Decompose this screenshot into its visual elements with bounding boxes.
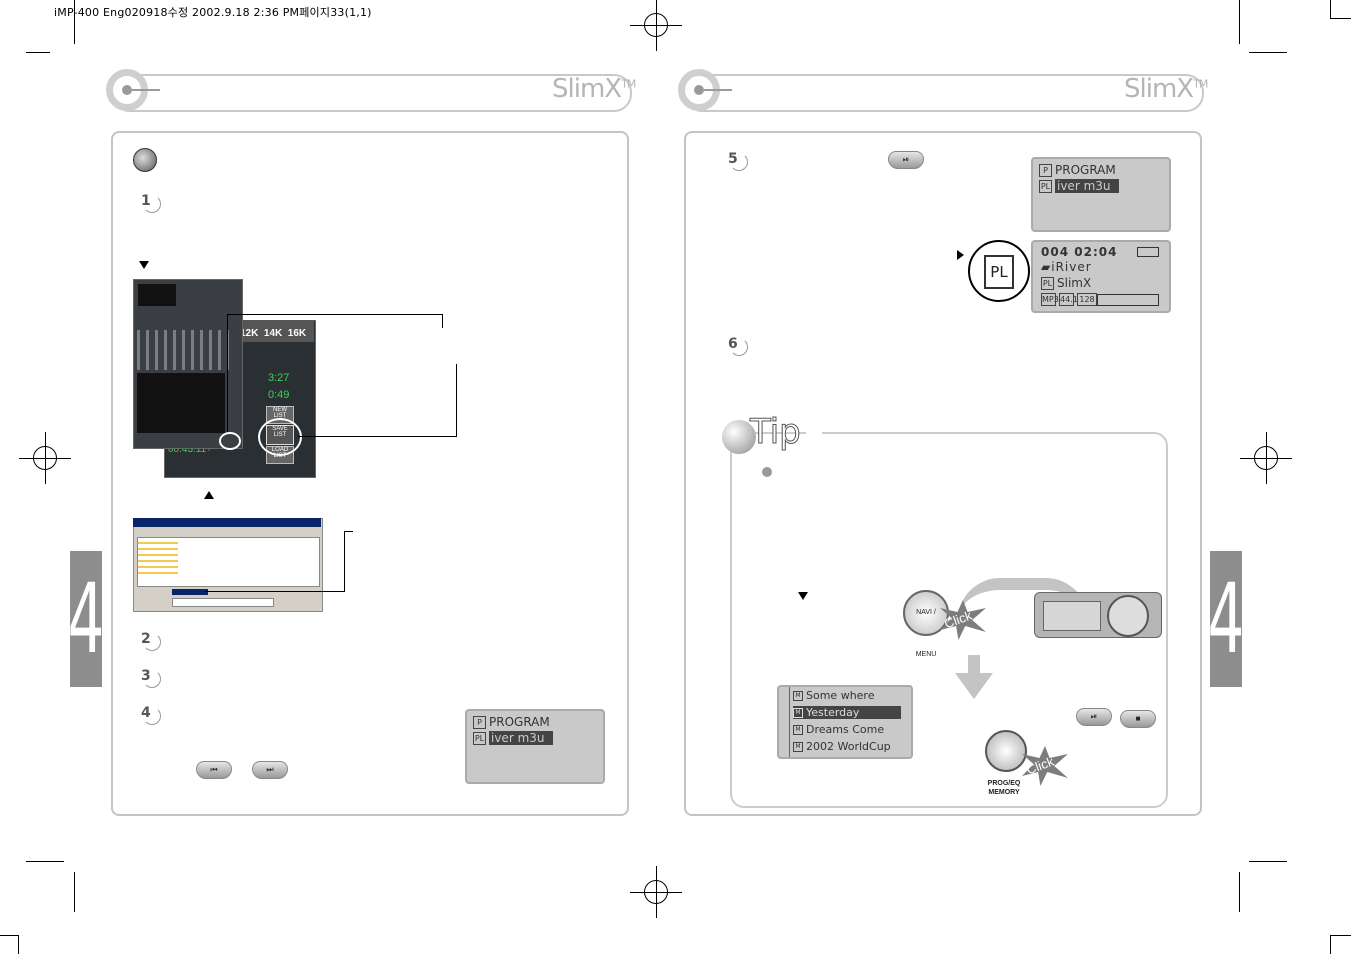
down-arrow-shaft [968, 655, 980, 673]
callout-line [344, 531, 353, 532]
battery-icon [1137, 247, 1159, 257]
stop-icon: ■ [1135, 714, 1141, 723]
arrow-down-icon [139, 261, 149, 269]
next-icon: ⏭ [266, 765, 274, 774]
callout-line [344, 531, 345, 592]
player-device-image [1034, 592, 1162, 638]
step-6-marker: 6 [728, 336, 748, 356]
pl-icon: PL [1039, 180, 1052, 193]
down-arrow-icon [955, 673, 993, 699]
p-icon: P [473, 716, 486, 729]
curved-arrow [958, 578, 1088, 620]
brand-logo: SlimXTM [1124, 74, 1208, 104]
brand-logo: SlimXTM [552, 74, 636, 104]
p-icon: P [1039, 164, 1052, 177]
folder-icon: ▰ [1041, 260, 1052, 274]
chapter-tab-right: 4 [1208, 551, 1244, 687]
play-pause-icon: ⏯ [902, 155, 910, 164]
pl-icon: PL [1041, 277, 1054, 290]
arrow-down-icon [798, 592, 808, 600]
step-3-marker: 3 [141, 668, 161, 688]
play-pause-button[interactable]: ⏯ [888, 151, 924, 169]
print-header: iMP-400 Eng020918수정 2002.9.18 2:36 PM페이지… [54, 6, 372, 19]
next-button[interactable]: ⏭ [252, 761, 288, 779]
arrow-right-icon [957, 250, 964, 260]
play-pause-button[interactable]: ⏯ [1076, 708, 1112, 726]
callout-line [205, 591, 345, 592]
level-meter [1097, 294, 1159, 306]
step-4-marker: 4 [141, 705, 161, 725]
prog-eq-memory-button[interactable] [985, 730, 1027, 772]
tip-box [730, 432, 1168, 808]
play-pause-icon: ⏯ [1090, 712, 1098, 721]
tip-title: Tip [750, 412, 802, 453]
prev-icon: ⏮ [210, 765, 218, 774]
chapter-tab-left: 4 [68, 551, 104, 687]
step-1-marker: 1 [141, 193, 161, 213]
prev-button[interactable]: ⏮ [196, 761, 232, 779]
tip-bullet-icon [762, 467, 772, 477]
tip-bulb-icon [722, 420, 756, 454]
step-2-marker: 2 [141, 631, 161, 651]
pl-icon: PL [473, 732, 486, 745]
stop-button[interactable]: ■ [1120, 710, 1156, 728]
step-5-marker: 5 [728, 151, 748, 171]
section-bullet-icon [133, 148, 157, 172]
pl-zoom-circle: PL [968, 240, 1030, 302]
arrow-up-icon [204, 491, 214, 499]
